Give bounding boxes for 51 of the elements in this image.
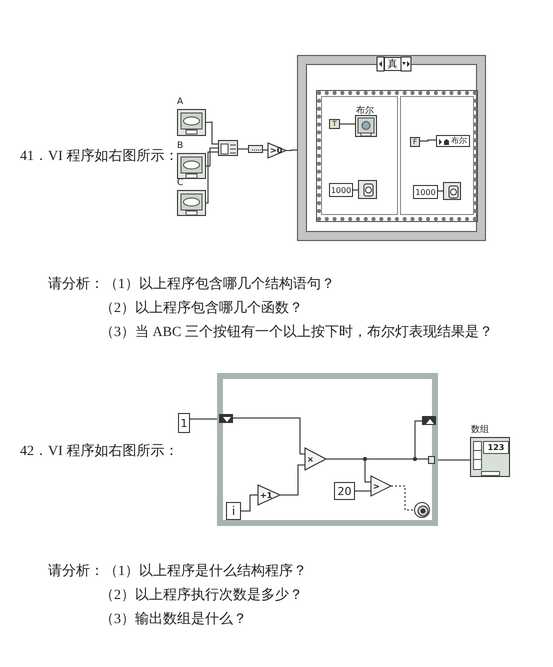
question-text: （3）输出数组是什么？ bbox=[100, 610, 247, 628]
numeric-constant: 1000 bbox=[413, 185, 438, 199]
operator-block: >0 bbox=[268, 143, 286, 158]
shift-register bbox=[219, 414, 233, 423]
wire bbox=[326, 458, 428, 460]
while-loop bbox=[217, 373, 438, 526]
wait-timer-block bbox=[358, 180, 377, 199]
wait-timer-block bbox=[443, 182, 461, 200]
sequence-frame bbox=[321, 96, 398, 215]
question-text: 请分析：（1）以上程序包含哪几个结构语句？ bbox=[48, 275, 335, 293]
wire bbox=[190, 418, 220, 420]
control-label: B bbox=[177, 141, 184, 151]
iteration-terminal: i bbox=[226, 502, 241, 520]
wire bbox=[438, 190, 444, 192]
build-array-block bbox=[218, 140, 238, 156]
wire bbox=[206, 121, 218, 144]
question-text: 请分析：（1）以上程序是什么结构程序？ bbox=[48, 562, 307, 580]
wire bbox=[238, 148, 248, 150]
local-variable: 布尔 bbox=[436, 135, 470, 147]
control-label: 数组 bbox=[471, 424, 489, 436]
wire bbox=[206, 152, 218, 204]
stop-terminal bbox=[414, 502, 430, 518]
shift-register bbox=[422, 416, 436, 425]
wire bbox=[280, 464, 306, 496]
sequence-frame bbox=[400, 96, 474, 215]
conversion-block bbox=[248, 145, 263, 153]
wire bbox=[420, 140, 436, 142]
sequence-structure bbox=[317, 91, 477, 221]
question-text: 41．VI 程序如右图所示： bbox=[20, 148, 178, 165]
wire bbox=[232, 418, 306, 454]
operator-block: +1 bbox=[258, 485, 280, 505]
control-label: A bbox=[177, 97, 184, 107]
wire bbox=[206, 148, 218, 166]
wire bbox=[240, 494, 258, 512]
operator-block: × bbox=[305, 448, 326, 470]
numeric-constant: 20 bbox=[334, 482, 355, 500]
operator-block: > bbox=[371, 476, 391, 496]
question-text: 42．VI 程序如右图所示： bbox=[20, 442, 178, 460]
question-text: （3）当 ABC 三个按钮有一个以上按下时，布尔灯表现结果是？ bbox=[100, 324, 493, 341]
case-structure bbox=[297, 55, 486, 241]
question-text: （2）以上程序包含哪几个函数？ bbox=[100, 299, 303, 317]
wire bbox=[286, 150, 298, 151]
numeric-constant: 1 bbox=[178, 413, 190, 433]
wire bbox=[354, 490, 372, 492]
question-text: （2）以上程序执行次数是多少？ bbox=[100, 586, 303, 604]
loop-tunnel bbox=[428, 456, 435, 464]
numeric-constant: 1000 bbox=[329, 183, 353, 197]
control-label: 布尔 bbox=[356, 104, 374, 117]
control-label: C bbox=[177, 178, 184, 188]
value-display: 123 bbox=[483, 441, 509, 454]
wire bbox=[390, 486, 414, 510]
